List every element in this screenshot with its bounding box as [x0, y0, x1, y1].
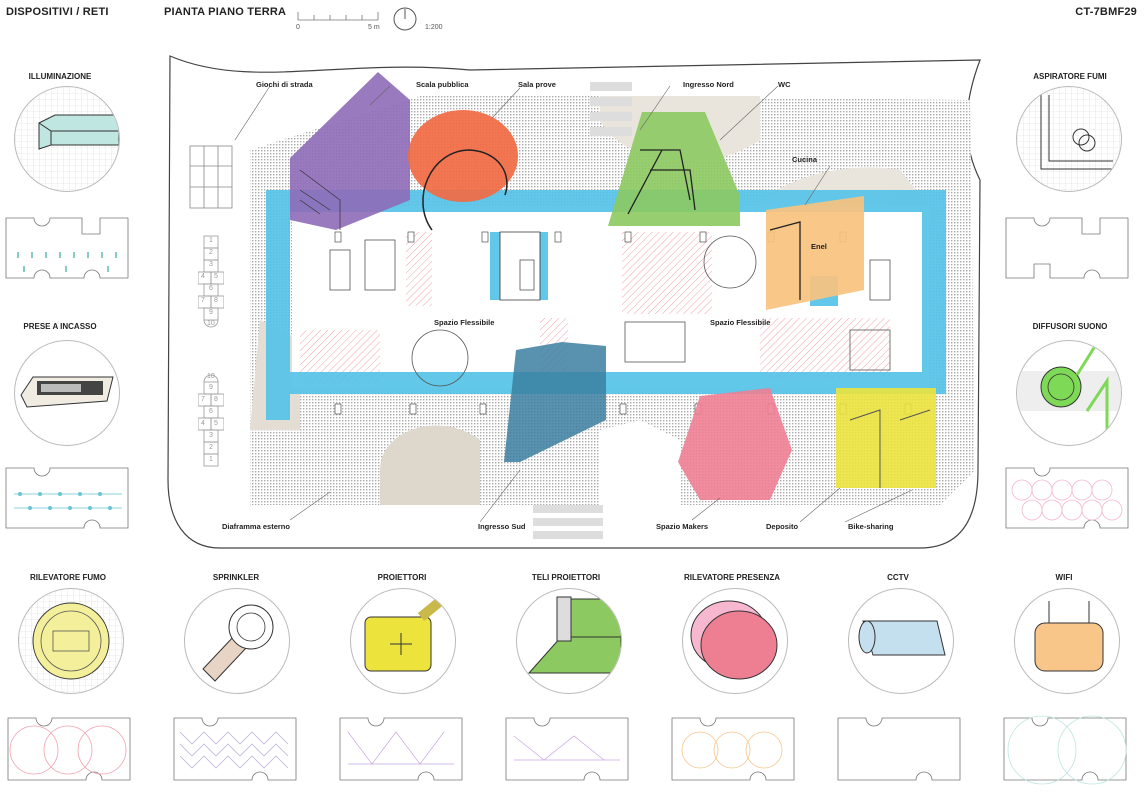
illuminazione-circle [14, 86, 120, 192]
teli-network [505, 717, 629, 781]
hopscotch-number: 9 [209, 309, 213, 316]
callout-ingresso-nord: Ingresso Nord [683, 80, 734, 89]
callout-diaframma: Diaframma esterno [222, 522, 290, 531]
diffusori-circle [1016, 340, 1122, 446]
wifi-network [1003, 715, 1127, 785]
scale-zero: 0 [296, 24, 300, 31]
callout-giochi: Giochi di strada [256, 80, 313, 89]
aspiratore-circle [1016, 86, 1122, 192]
scala-pubblica-volume [290, 72, 410, 230]
hopscotch-bottom [198, 374, 224, 467]
wifi-circle [1014, 588, 1120, 694]
prese-network [5, 467, 129, 529]
hopscotch-number: 10 [207, 373, 215, 380]
prese-circle [14, 340, 120, 446]
teli-circle [516, 588, 622, 694]
callout-sala: Sala prove [518, 80, 556, 89]
label-diffusori: DIFFUSORI SUONO [1032, 322, 1108, 331]
scale-ratio: 1:200 [425, 24, 443, 31]
label-wifi: WIFI [1055, 573, 1073, 582]
label-illuminazione: ILLUMINAZIONE [28, 72, 92, 81]
hopscotch-number: 8 [214, 297, 218, 304]
cctv-network [837, 717, 961, 781]
diffusori-network [1005, 467, 1129, 529]
hopscotch-number: 5 [214, 273, 218, 280]
section-title: DISPOSITIVI / RETI [6, 6, 109, 18]
hopscotch-top [198, 235, 224, 328]
hopscotch-number: 7 [201, 297, 205, 304]
label-presenza: RILEVATORE PRESENZA [683, 573, 780, 582]
wc-volume [608, 112, 740, 226]
callout-bike: Bike-sharing [848, 522, 894, 531]
label-sprinkler: SPRINKLER [212, 573, 260, 582]
deposito-volume [836, 388, 936, 488]
drawing-code: CT-7BMF29 [1075, 6, 1137, 18]
cctv-circle [848, 588, 954, 694]
presenza-network [671, 717, 795, 781]
label-proiettori: PROIETTORI [377, 573, 427, 582]
hopscotch-number: 1 [209, 456, 213, 463]
fumo-circle [18, 588, 124, 694]
sala-prove-volume [408, 110, 518, 202]
label-teli: TELI PROIETTORI [531, 573, 601, 582]
proiettori-network [339, 717, 463, 781]
callout-cucina: Cucina [792, 155, 818, 164]
label-fumo: RILEVATORE FUMO [30, 573, 106, 582]
callout-scala: Scala pubblica [416, 80, 469, 89]
presenza-circle [682, 588, 788, 694]
callout-flex2: Spazio Flessibile [710, 318, 771, 327]
label-cctv: CCTV [887, 573, 909, 582]
callout-wc: WC [778, 80, 791, 89]
scale-five: 5 m [368, 24, 380, 31]
hopscotch-number: 8 [214, 396, 218, 403]
sprinkler-circle [184, 588, 290, 694]
page-title: PIANTA PIANO TERRA [164, 6, 287, 18]
label-aspiratore: ASPIRATORE FUMI [1033, 72, 1107, 81]
callout-flex1: Spazio Flessibile [434, 318, 495, 327]
enel-volume [766, 196, 864, 310]
hopscotch-number: 1 [209, 237, 213, 244]
proiettori-circle [350, 588, 456, 694]
hopscotch-number: 6 [209, 408, 213, 415]
scale-bar [297, 7, 417, 31]
hopscotch-number: 6 [209, 285, 213, 292]
hopscotch-number: 2 [209, 249, 213, 256]
callout-makers: Spazio Makers [656, 522, 709, 531]
aspiratore-network [1005, 217, 1129, 279]
hopscotch-number: 3 [209, 432, 213, 439]
illuminazione-network [5, 217, 129, 279]
hopscotch-number: 4 [201, 420, 205, 427]
hopscotch-number: 7 [201, 396, 205, 403]
callout-enel: Enel [811, 242, 827, 251]
hopscotch-number: 5 [214, 420, 218, 427]
hopscotch-number: 9 [209, 384, 213, 391]
hopscotch-number: 4 [201, 273, 205, 280]
ingresso-sud-volume [504, 342, 606, 462]
hopscotch-number: 10 [207, 320, 215, 327]
sprinkler-network [173, 717, 297, 781]
spazio-makers-volume [678, 388, 792, 500]
callout-deposito: Deposito [766, 522, 799, 531]
callout-ingresso-sud: Ingresso Sud [478, 522, 526, 531]
fumo-network [7, 717, 131, 781]
hopscotch-number: 3 [209, 261, 213, 268]
hopscotch-number: 2 [209, 444, 213, 451]
label-prese: PRESE A INCASSO [23, 322, 97, 331]
